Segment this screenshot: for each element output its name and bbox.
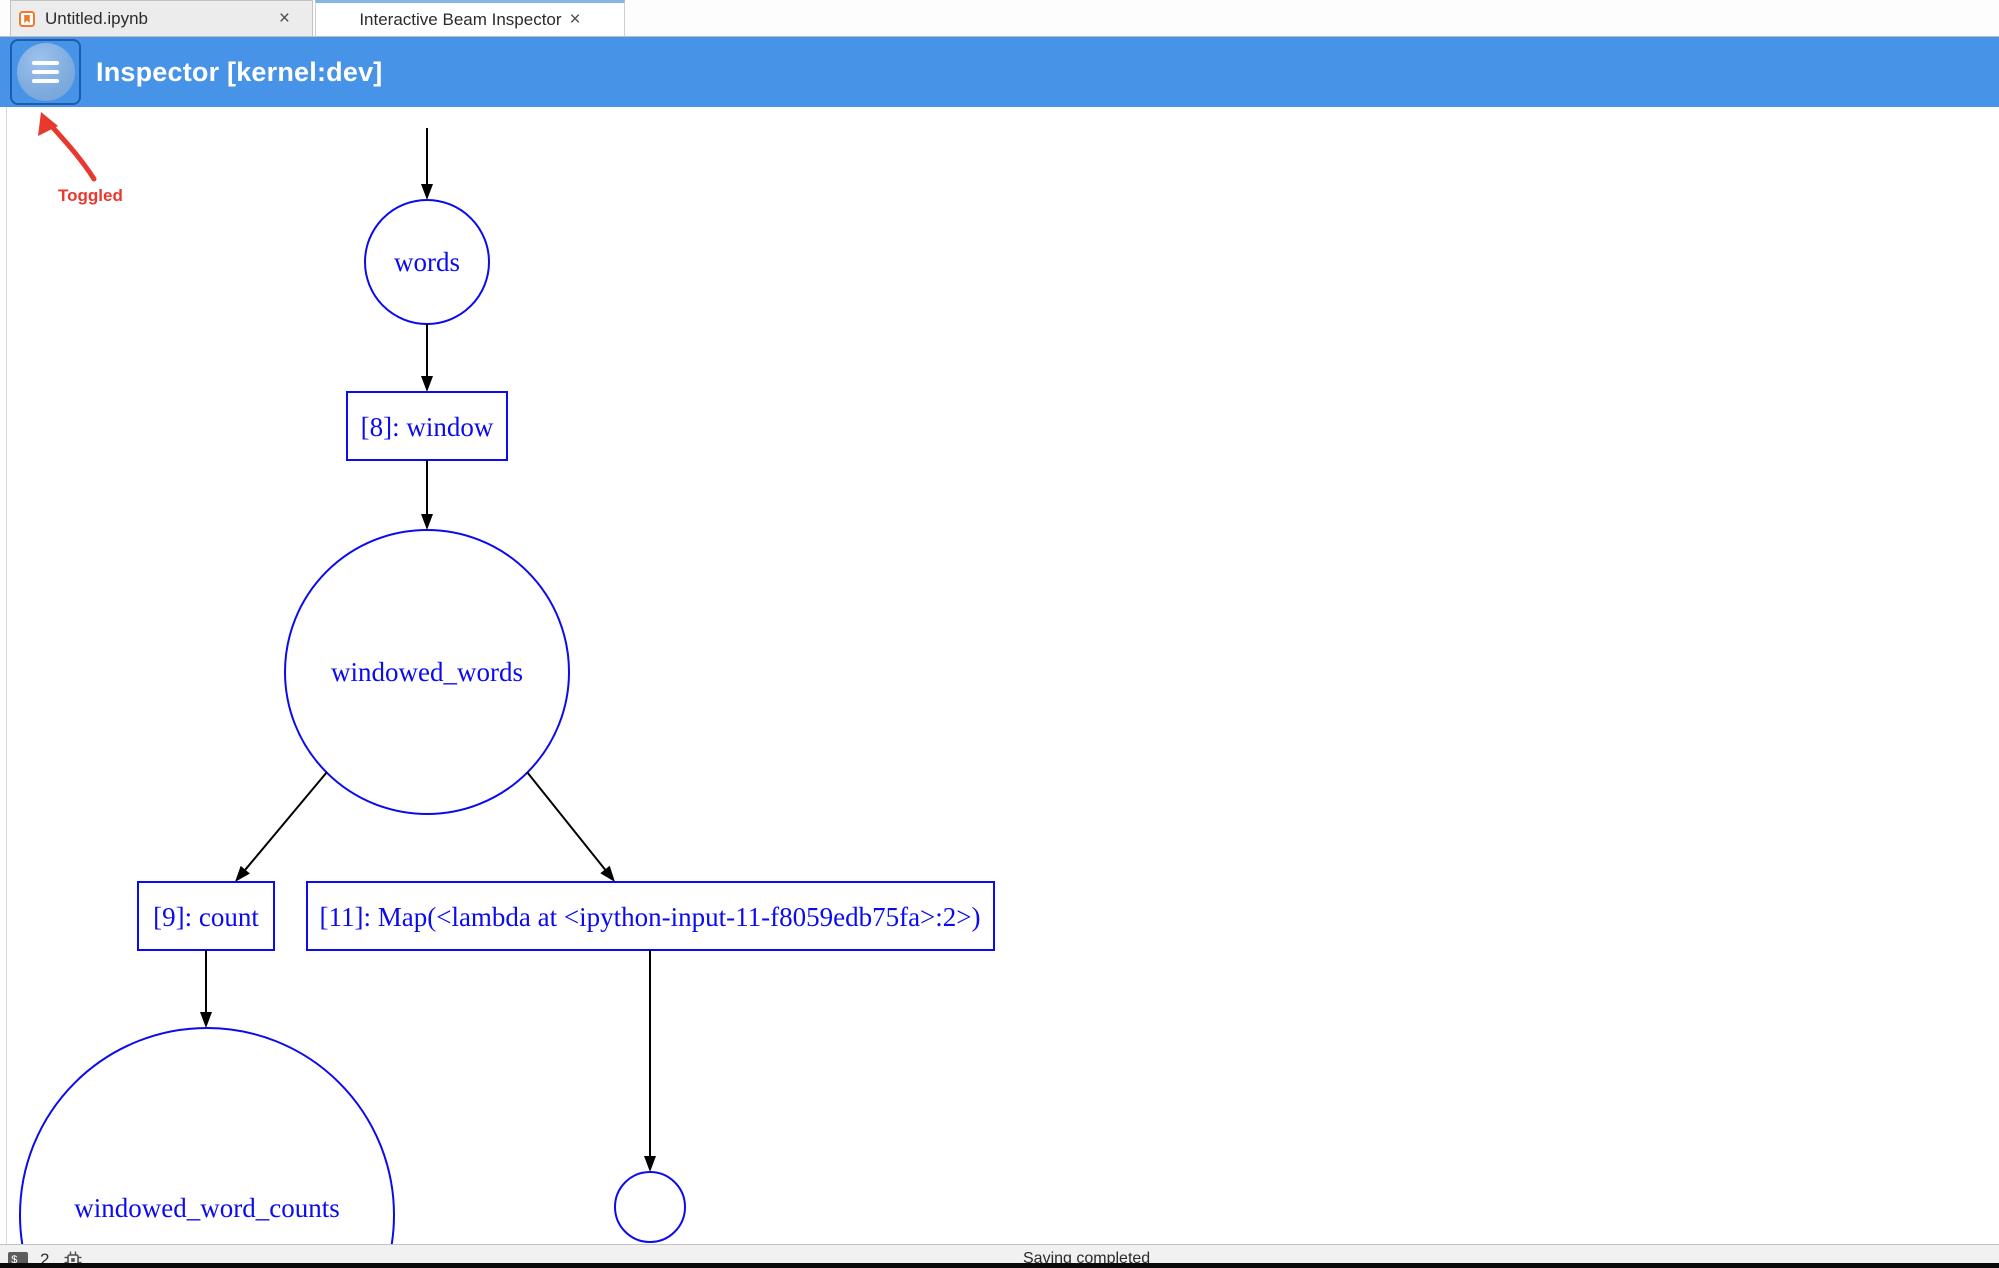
annotation-arrow bbox=[44, 118, 97, 182]
node-count-label: [9]: count bbox=[153, 902, 259, 932]
node-map-label: [11]: Map(<lambda at <ipython-input-11-f… bbox=[320, 902, 981, 932]
tab-beam-inspector[interactable]: Interactive Beam Inspector × bbox=[315, 0, 625, 36]
node-windowed-word-counts-label: windowed_word_counts bbox=[74, 1193, 339, 1223]
panel-left-border bbox=[6, 107, 7, 1244]
arrowhead bbox=[421, 184, 433, 200]
arrowhead bbox=[421, 514, 433, 530]
arrowhead bbox=[421, 376, 433, 392]
edge-windowedwords-map bbox=[526, 771, 606, 871]
annotation-label: Toggled bbox=[58, 186, 123, 205]
tab-label: Untitled.ipynb bbox=[45, 8, 149, 28]
node-windowed-words bbox=[284, 529, 570, 815]
arrowhead bbox=[200, 1012, 212, 1028]
node-windowed-words-label: windowed_words bbox=[331, 657, 523, 687]
arrowhead bbox=[600, 865, 615, 882]
hamburger-menu-icon bbox=[32, 61, 59, 83]
close-icon[interactable]: × bbox=[278, 8, 290, 29]
edge-windowedwords-count bbox=[244, 771, 328, 871]
node-window-transform bbox=[346, 391, 508, 461]
tab-label: Interactive Beam Inspector bbox=[359, 9, 562, 29]
node-words-label: words bbox=[394, 247, 460, 277]
terminal-count[interactable]: 2 bbox=[40, 1250, 50, 1268]
arrowhead bbox=[644, 1156, 656, 1172]
pipeline-graph-panel: words [8]: window windowed_words [9]: co… bbox=[0, 107, 1999, 1268]
window-bottom-edge bbox=[0, 1263, 1999, 1268]
close-icon[interactable]: × bbox=[569, 9, 581, 30]
page-title: Inspector [kernel:dev] bbox=[96, 56, 383, 87]
annotation-arrowhead bbox=[38, 112, 58, 136]
menu-toggle-button[interactable] bbox=[10, 39, 81, 105]
node-count-transform bbox=[137, 881, 275, 951]
node-windowed-word-counts bbox=[19, 1027, 395, 1268]
tab-bar: Untitled.ipynb × Interactive Beam Inspec… bbox=[0, 0, 1999, 37]
status-message: Saving completed bbox=[1023, 1250, 1151, 1267]
tab-untitled-notebook[interactable]: Untitled.ipynb × bbox=[10, 0, 313, 36]
node-map-transform bbox=[306, 881, 995, 951]
arrowhead bbox=[235, 865, 250, 882]
notebook-icon bbox=[19, 10, 35, 27]
menu-toggle-highlight bbox=[16, 43, 75, 101]
node-unnamed-pcollection bbox=[614, 1171, 686, 1243]
node-window-label: [8]: window bbox=[361, 412, 494, 442]
inspector-header: Inspector [kernel:dev] bbox=[0, 37, 1999, 107]
pipeline-graph-canvas: words [8]: window windowed_words [9]: co… bbox=[19, 112, 995, 1268]
